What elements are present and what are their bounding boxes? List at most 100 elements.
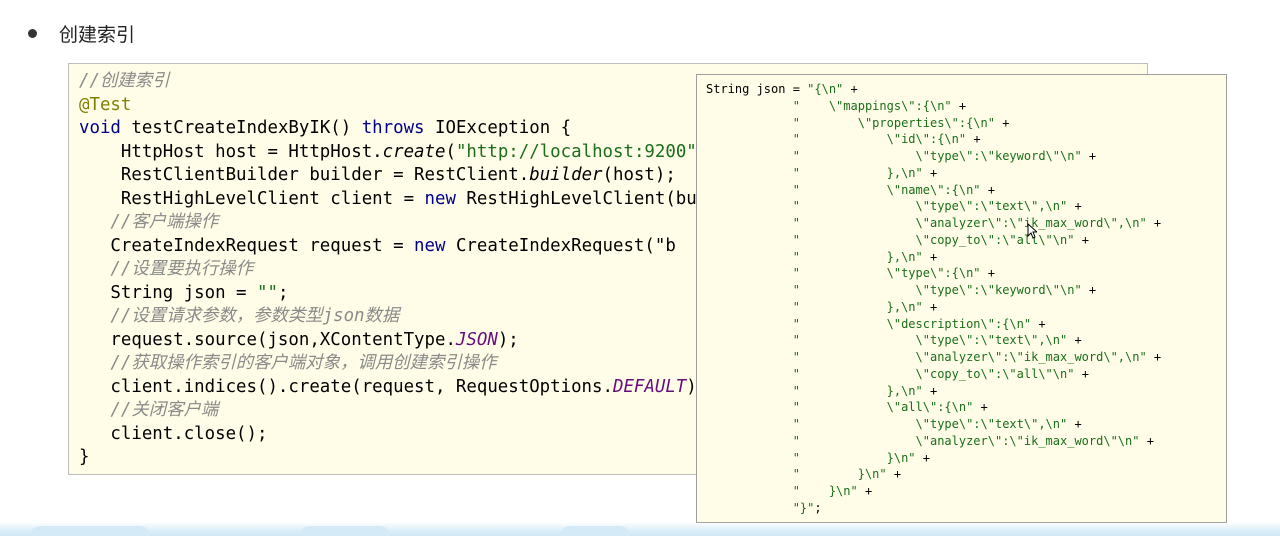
code-token: ""	[257, 282, 278, 303]
code-token: //设置请求参数，参数类型json数据	[79, 306, 400, 326]
code-token: //客户端操作	[79, 212, 219, 232]
code-token: " \"type\":\"keyword\"\n"	[706, 283, 1082, 297]
code-line: " }\n" +	[706, 466, 1226, 483]
code-token: HttpHost host = HttpHost.	[79, 141, 383, 162]
code-token: " },\n"	[706, 299, 923, 314]
code-line: client.indices().create(request, Request…	[79, 376, 1147, 400]
code-token: CreateIndexRequest request =	[79, 235, 415, 256]
code-line: " \"type\":\"keyword\"\n" +	[706, 148, 1226, 165]
code-token: @Test	[79, 94, 132, 115]
code-token: }	[79, 447, 90, 467]
code-token: " \"type\":\"text\",\n"	[706, 417, 1068, 431]
code-line: " \"analyzer\":\"ik_max_word\",\n" +	[706, 215, 1226, 232]
code-line: CreateIndexRequest request = new CreateI…	[79, 235, 1147, 259]
code-token: testCreateIndexByIK()	[131, 118, 362, 138]
code-line: " }\n" +	[706, 483, 1226, 500]
code-token: //获取操作索引的客户端对象，调用创建索引操作	[79, 353, 497, 373]
code-token: +	[843, 82, 858, 96]
code-token: request.source(json,XContentType.	[79, 329, 456, 350]
code-token: " \"id\":{\n"	[706, 132, 967, 147]
code-line: " \"type\":\"text\",\n" +	[706, 198, 1226, 215]
code-token: //关闭客户端	[79, 400, 219, 420]
code-token: client.close();	[79, 423, 268, 444]
code-line: client.close();	[79, 423, 1147, 447]
code-token: " },\n"	[706, 249, 923, 264]
code-token: " \"type\":{\n"	[706, 266, 981, 281]
code-token: String json =	[706, 82, 808, 96]
code-line: "}";	[706, 500, 1226, 517]
code-token: " \"copy_to\":\"all\"\n"	[706, 232, 1075, 247]
code-token: +	[980, 266, 995, 281]
code-line: " \"copy_to\":\"all\"\n" +	[706, 366, 1226, 383]
code-token: +	[886, 467, 902, 482]
code-token: new	[414, 235, 456, 256]
code-token: RestClientBuilder builder = RestClient.	[79, 165, 530, 185]
code-line: " },\n" +	[706, 165, 1226, 182]
code-line: " \"analyzer\":\"ik_max_word\"\n" +	[706, 433, 1226, 450]
code-token: +	[1067, 333, 1082, 348]
code-token: client.indices().create(request, Request…	[79, 376, 613, 397]
code-line: " \"description\":{\n" +	[706, 316, 1226, 333]
code-token: ;	[814, 500, 822, 515]
code-token: " }\n"	[706, 467, 887, 482]
code-line: //客户端操作	[79, 211, 1147, 235]
code-token: IOException {	[435, 118, 572, 138]
code-token: builder	[529, 165, 603, 185]
code-line: " \"type\":\"text\",\n" +	[706, 332, 1226, 349]
code-line: " \"type\":{\n" +	[706, 265, 1226, 282]
code-token: create	[382, 141, 446, 162]
code-line: }	[79, 446, 1147, 470]
code-token: " \"analyzer\":\"ik_max_word\"\n"	[706, 433, 1140, 448]
code-token: RestHighLevelClient(builder);	[466, 188, 771, 209]
code-line: " \"id\":{\n" +	[706, 131, 1226, 148]
code-line: " \"mappings\":{\n" +	[706, 98, 1226, 115]
code-token: +	[973, 400, 988, 415]
code-token: "http://localhost:9200"	[455, 141, 697, 162]
code-line: " \"all\":{\n" +	[706, 399, 1226, 416]
code-token: " }\n"	[706, 450, 916, 465]
code-token: +	[1067, 199, 1082, 214]
code-token: //创建索引	[79, 71, 170, 91]
code-token: " \"type\":\"keyword\"\n"	[706, 149, 1082, 163]
code-token: +	[1146, 350, 1162, 364]
code-token: throws	[361, 118, 435, 138]
code-line: " },\n" +	[706, 299, 1226, 316]
code-line: String json = "{\n" +	[706, 81, 1226, 98]
code-line: //设置请求参数，参数类型json数据	[79, 305, 1147, 329]
code-token: +	[951, 98, 967, 113]
code-token: +	[1146, 216, 1162, 230]
code-token: " \"type\":\"text\",\n"	[706, 199, 1068, 214]
code-line: RestClientBuilder builder = RestClient.b…	[79, 164, 1147, 188]
code-token: " \"analyzer\":\"ik_max_word\",\n"	[706, 216, 1147, 230]
code-token: String json =	[79, 282, 257, 303]
code-line: " \"analyzer\":\"ik_max_word\",\n" +	[706, 349, 1226, 366]
code-token: +	[994, 115, 1010, 130]
code-line: //设置要执行操作	[79, 258, 1147, 282]
code-line: " \"name\":{\n" +	[706, 182, 1226, 199]
code-token: +	[1031, 316, 1046, 331]
code-token: +	[922, 383, 938, 398]
code-line: //获取操作索引的客户端对象，调用创建索引操作	[79, 352, 1147, 376]
code-token: " \"properties\":{\n"	[706, 115, 995, 130]
code-token: JSON	[455, 329, 498, 350]
code-token: //设置要执行操作	[79, 259, 254, 279]
code-line: @Test	[79, 94, 1147, 118]
slide-heading: 创建索引	[28, 20, 135, 47]
bullet-icon	[28, 29, 37, 38]
code-token: " \"name\":{\n"	[706, 182, 981, 197]
code-line: " },\n" +	[706, 249, 1226, 266]
code-line: //关闭客户端	[79, 399, 1147, 423]
code-token: (	[445, 141, 456, 162]
code-token: " \"copy_to\":\"all\"\n"	[706, 366, 1075, 381]
code-line: RestHighLevelClient client = new RestHig…	[79, 188, 1147, 212]
code-token: (host);	[602, 165, 676, 185]
code-token: );	[497, 329, 519, 350]
code-token: DEFAULT	[612, 376, 687, 397]
code-line: " \"properties\":{\n" +	[706, 115, 1226, 132]
code-token: RestHighLevelClient client =	[79, 188, 425, 209]
code-line: " \"type\":\"keyword\"\n" +	[706, 282, 1226, 299]
slide-title: 创建索引	[59, 24, 136, 46]
code-token: +	[1081, 149, 1097, 163]
code-line: " }\n" +	[706, 450, 1226, 467]
code-token: +	[922, 299, 938, 314]
